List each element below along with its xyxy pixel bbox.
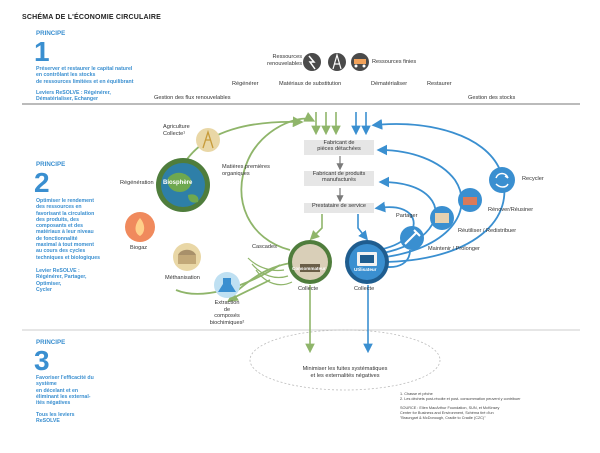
source-note: SOURCE : Ellen MacArthur Foundation, SUN…: [400, 406, 500, 420]
biogas-label: Biogaz: [130, 245, 148, 251]
principle-3-label: PRINCIPE: [36, 339, 66, 346]
share-label: Partager: [396, 213, 418, 219]
regeneration-label: Régénération: [120, 180, 154, 186]
principle-1-number: 1: [34, 36, 50, 67]
principle-2-label: PRINCIPE: [36, 161, 66, 168]
principle-1-levers: Leviers ReSOLVE : Régénérer, Dématériali…: [36, 90, 111, 103]
user-label: Utilisateur: [354, 267, 377, 272]
page-title: SCHÉMA DE L'ÉCONOMIE CIRCULAIRE: [22, 14, 162, 21]
finite-resources-label: Ressources finies: [372, 59, 417, 65]
tech-collect-label: Collecte: [354, 286, 375, 292]
principle-2-desc: Optimiser le rendement des ressources en…: [36, 198, 100, 261]
agriculture-label: Agriculture Collecte¹: [163, 124, 190, 137]
biosphere-globe: [156, 158, 210, 212]
recycle-circle: [489, 167, 515, 193]
renewable-resources-label: Ressources renouvelables: [267, 54, 302, 67]
footnotes: 1. Chasse et pêche 2. Les déchets post-r…: [400, 392, 521, 401]
extraction-label: Extraction de composés biochimiques²: [209, 300, 245, 326]
minimise-leakage-label: Minimiser les fuites systématiques et le…: [302, 366, 388, 379]
extraction-circle: [214, 272, 240, 298]
maintain-label: Maintenir / Prolonger: [428, 246, 480, 252]
product-manufacturer-box: Fabricant de produits manufacturés: [304, 171, 374, 186]
consumer-circle: [288, 240, 332, 284]
recycle-label: Recycler: [522, 176, 544, 182]
leakage-ellipse: [249, 329, 441, 391]
biogas-circle: [125, 212, 155, 242]
principle-3-levers: Tous les leviers ReSOLVE: [36, 412, 75, 425]
renovate-label: Rénover/Réusiner: [488, 207, 534, 213]
arrow-service-to-consumer: [309, 214, 323, 241]
methanisation-circle: [173, 243, 201, 271]
cascades-label: Cascades: [252, 244, 277, 250]
bio-collect-label: Collecte: [298, 286, 319, 292]
service-provider-box: Prestataire de service: [304, 203, 374, 213]
consumer-label: Consommateur: [292, 266, 326, 271]
principle-1-label: PRINCIPE: [36, 30, 66, 37]
regenerate-label: Régénérer: [232, 81, 259, 87]
reuse-circle: [458, 188, 482, 212]
stock-management-label: Gestion des stocks: [468, 95, 516, 101]
green-top-arrows: [311, 112, 341, 136]
flow-management-label: Gestion des flux renouvelables: [154, 95, 231, 101]
raw-materials-label: Matières premières organiques: [222, 164, 270, 177]
agriculture-circle: [196, 128, 220, 152]
renewable-icon-shape: [303, 53, 321, 71]
substitution-label: Matériaux de substitution: [279, 81, 342, 87]
blue-top-arrows: [351, 112, 371, 136]
maintain-circle: [430, 206, 454, 230]
principle-3-number: 3: [34, 345, 50, 376]
mining-icon-shape: [351, 53, 369, 71]
reuse-label: Réutiliser / Redistribuer: [458, 228, 517, 234]
parts-manufacturer-box: Fabricant de pièces détachées: [304, 140, 374, 155]
user-circle: [345, 240, 389, 284]
principle-2-number: 2: [34, 167, 50, 198]
restore-label: Restaurer: [427, 81, 452, 87]
principle-3-desc: Favoriser l'efficacité du système en déc…: [36, 375, 94, 407]
principle-1-desc: Préserver et restaurer le capital nature…: [36, 66, 134, 85]
dematerialise-label: Dématérialiser: [371, 81, 408, 87]
arrow-service-to-user: [357, 214, 368, 241]
principle-2-levers: Levier ReSOLVE : Régénérer, Partager, Op…: [36, 268, 87, 293]
methanisation-label: Méthanisation: [165, 275, 200, 281]
share-circle: [400, 226, 424, 250]
biosphere-label: Biosphère: [163, 180, 193, 186]
oil-rig-icon-shape: [328, 52, 346, 71]
